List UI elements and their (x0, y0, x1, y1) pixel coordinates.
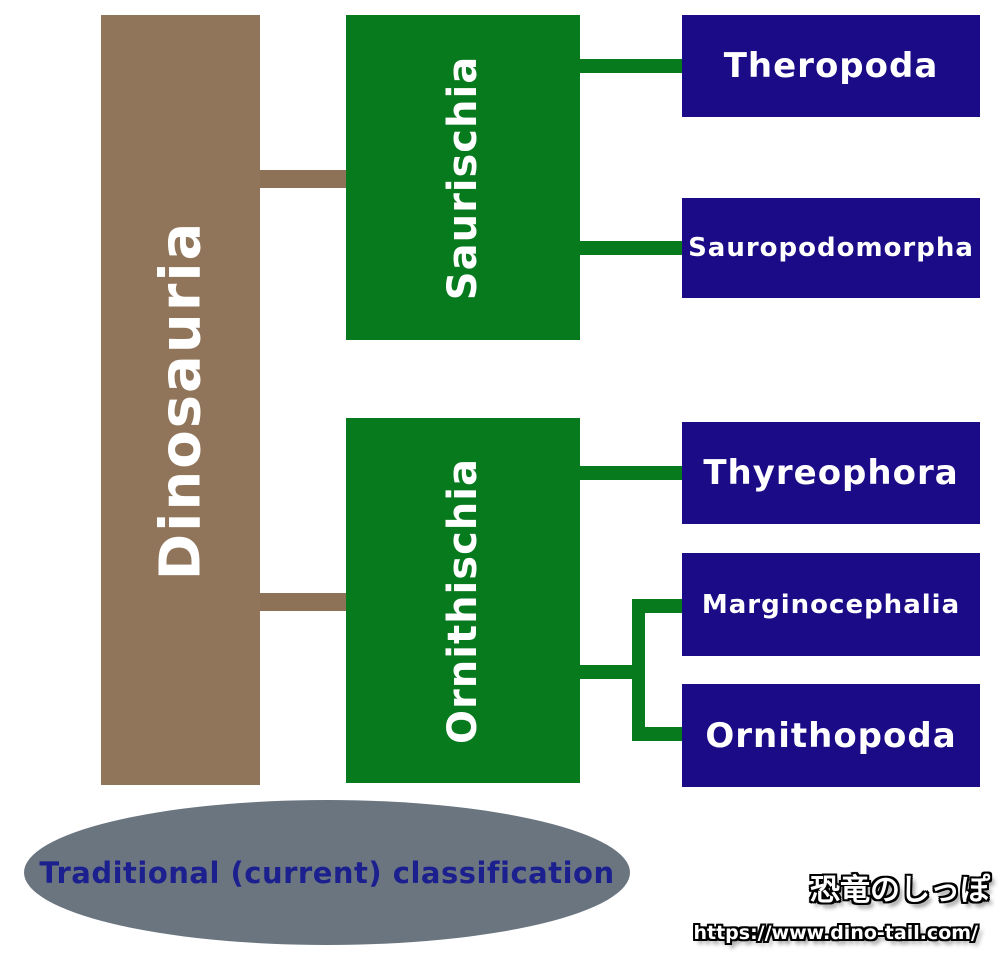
watermark-site-name: 恐竜のしっぽ (810, 873, 990, 908)
saurischia-box: Saurischia (346, 15, 580, 340)
theropoda-box: Theropoda (682, 15, 980, 117)
connector-ornithischia-bracket (579, 665, 637, 679)
marginocephalia-box: Marginocephalia (682, 553, 980, 656)
caption-text: Traditional (current) classification (39, 855, 615, 890)
watermark-url: https://www.dino-tail.com/ (693, 922, 978, 944)
ornithischia-label: Ornithischia (440, 457, 486, 744)
connector-ornithischia-thyreophora (579, 466, 682, 480)
theropoda-label: Theropoda (723, 46, 939, 86)
connector-bracket-ornithopoda (632, 727, 682, 741)
connector-saurischia-sauropodomorpha (579, 241, 682, 255)
ornithopoda-label: Ornithopoda (705, 715, 957, 756)
thyreophora-box: Thyreophora (682, 422, 980, 524)
sauropodomorpha-label: Sauropodomorpha (688, 233, 974, 263)
ornithopoda-box: Ornithopoda (682, 684, 980, 787)
saurischia-label: Saurischia (440, 55, 487, 300)
dinosauria-label: Dinosauria (148, 220, 214, 580)
connector-dinosauria-ornithischia (260, 593, 347, 611)
connector-dinosauria-saurischia (260, 170, 347, 188)
bracket-vertical-bar (632, 599, 645, 741)
thyreophora-label: Thyreophora (703, 453, 959, 493)
dinosauria-box: Dinosauria (101, 15, 260, 785)
connector-saurischia-theropoda (579, 59, 682, 73)
ornithischia-box: Ornithischia (346, 418, 580, 783)
caption-ellipse: Traditional (current) classification (24, 800, 630, 945)
connector-bracket-marginocephalia (632, 599, 682, 613)
marginocephalia-label: Marginocephalia (701, 589, 961, 620)
sauropodomorpha-box: Sauropodomorpha (682, 198, 980, 298)
